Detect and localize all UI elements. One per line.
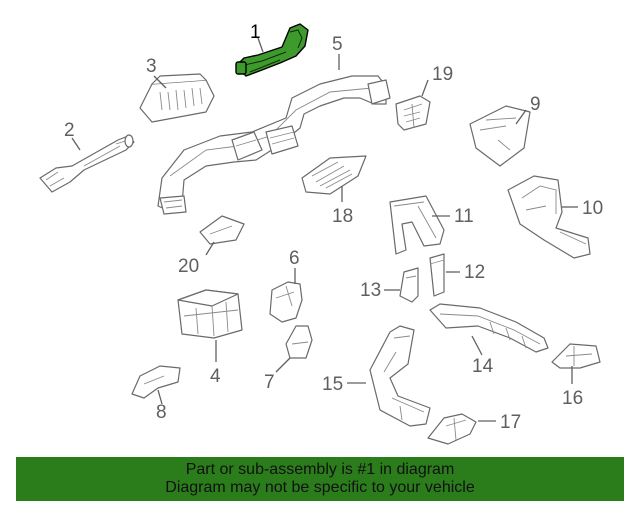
part-16[interactable] bbox=[551, 343, 601, 369]
callout-15: 15 bbox=[322, 374, 343, 395]
part-3[interactable] bbox=[139, 73, 215, 123]
part-1-highlighted[interactable] bbox=[235, 23, 309, 77]
banner-line-part-info: Part or sub-assembly is #1 in diagram bbox=[185, 461, 455, 478]
callout-8: 8 bbox=[156, 402, 167, 423]
callout-11: 11 bbox=[454, 206, 474, 227]
callout-4: 4 bbox=[210, 366, 221, 387]
callout-2: 2 bbox=[64, 120, 75, 141]
part-7[interactable] bbox=[285, 325, 313, 359]
callout-1: 1 bbox=[250, 22, 261, 43]
part-19[interactable] bbox=[395, 95, 431, 131]
leader-lines bbox=[71, 37, 578, 422]
callout-18: 18 bbox=[332, 206, 353, 227]
part-4[interactable] bbox=[177, 289, 243, 339]
callout-14: 14 bbox=[472, 356, 494, 377]
part-11[interactable] bbox=[389, 195, 445, 255]
callout-13: 13 bbox=[360, 280, 381, 301]
callout-16: 16 bbox=[562, 388, 583, 409]
part-13[interactable] bbox=[399, 267, 419, 303]
part-2[interactable] bbox=[39, 134, 135, 193]
callout-20: 20 bbox=[178, 256, 199, 277]
part-8[interactable] bbox=[131, 365, 181, 399]
part-17[interactable] bbox=[427, 413, 477, 445]
callout-7: 7 bbox=[264, 372, 275, 393]
callout-19: 19 bbox=[432, 64, 453, 85]
part-20[interactable] bbox=[199, 215, 245, 245]
part-5[interactable] bbox=[157, 75, 391, 215]
callout-labels: 1 2 3 4 5 6 7 8 9 10 11 12 13 14 15 16 1… bbox=[64, 22, 603, 433]
banner-line-disclaimer: Diagram may not be specific to your vehi… bbox=[165, 479, 475, 496]
part-12[interactable] bbox=[429, 253, 445, 297]
callout-10: 10 bbox=[582, 198, 603, 219]
callout-5: 5 bbox=[332, 34, 343, 55]
part-18[interactable] bbox=[301, 155, 367, 195]
part-9[interactable] bbox=[469, 105, 531, 167]
callout-12: 12 bbox=[464, 262, 485, 283]
part-10[interactable] bbox=[507, 175, 591, 259]
callout-3: 3 bbox=[146, 56, 157, 77]
part-6[interactable] bbox=[269, 281, 303, 323]
callout-17: 17 bbox=[500, 412, 521, 433]
callout-9: 9 bbox=[530, 94, 541, 115]
info-banner: Part or sub-assembly is #1 in diagram Di… bbox=[16, 457, 624, 501]
part-14[interactable] bbox=[429, 303, 549, 353]
part-15[interactable] bbox=[369, 325, 431, 427]
callout-6: 6 bbox=[289, 248, 300, 269]
